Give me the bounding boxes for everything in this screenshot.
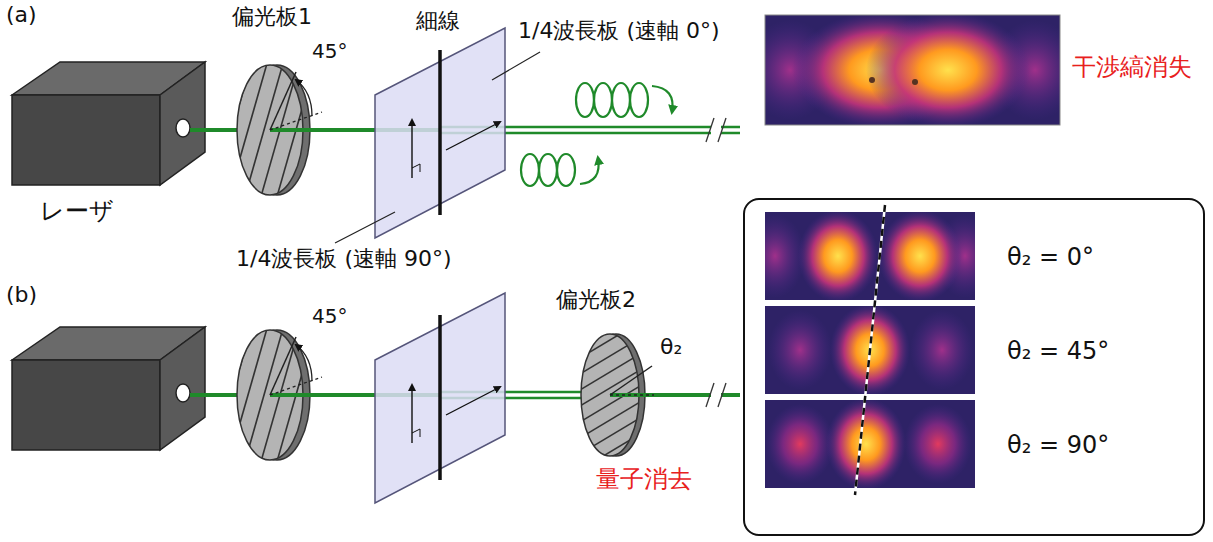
part-label: レーザ bbox=[40, 198, 114, 226]
beam-break bbox=[706, 118, 726, 142]
circular-polarization bbox=[521, 154, 599, 186]
angle-label: θ₂ = 0° bbox=[1007, 244, 1094, 272]
part-label: 1/4波長板 (速軸 90°) bbox=[236, 246, 452, 271]
part-label: 45° bbox=[312, 305, 347, 328]
part-label: 細線 bbox=[416, 8, 460, 33]
setup-b bbox=[12, 293, 590, 503]
leader-line bbox=[492, 52, 540, 80]
part-label: 偏光板1 bbox=[232, 4, 312, 29]
part-label: 1/4波長板 (速軸 0°) bbox=[518, 18, 720, 43]
fringe-image bbox=[765, 212, 975, 300]
annotation-text: 干渉縞消失 bbox=[1072, 54, 1192, 82]
annotation-text: 量子消去 bbox=[596, 466, 692, 494]
leader-line bbox=[335, 212, 395, 243]
guide-line bbox=[855, 205, 885, 495]
part-label: (a) bbox=[6, 2, 37, 27]
angle-indicator bbox=[610, 366, 654, 395]
image-panel-frame: θ₂ = 0° θ₂ = 45° θ₂ = 90° bbox=[743, 198, 1205, 536]
part-label: (b) bbox=[6, 282, 37, 307]
part-label: 45° bbox=[312, 40, 347, 63]
fringe-image bbox=[765, 15, 1060, 125]
image-frame bbox=[765, 15, 1060, 125]
setup-a bbox=[12, 28, 590, 238]
angle-label: θ₂ = 45° bbox=[1007, 338, 1109, 366]
part-label: 偏光板2 bbox=[556, 287, 636, 312]
circular-polarization bbox=[576, 83, 673, 117]
angle-label: θ₂ = 90° bbox=[1007, 432, 1109, 460]
part-label: θ₂ bbox=[660, 334, 682, 359]
beam-break bbox=[706, 383, 726, 407]
fringe-image bbox=[765, 400, 975, 488]
guide-line bbox=[855, 205, 885, 495]
